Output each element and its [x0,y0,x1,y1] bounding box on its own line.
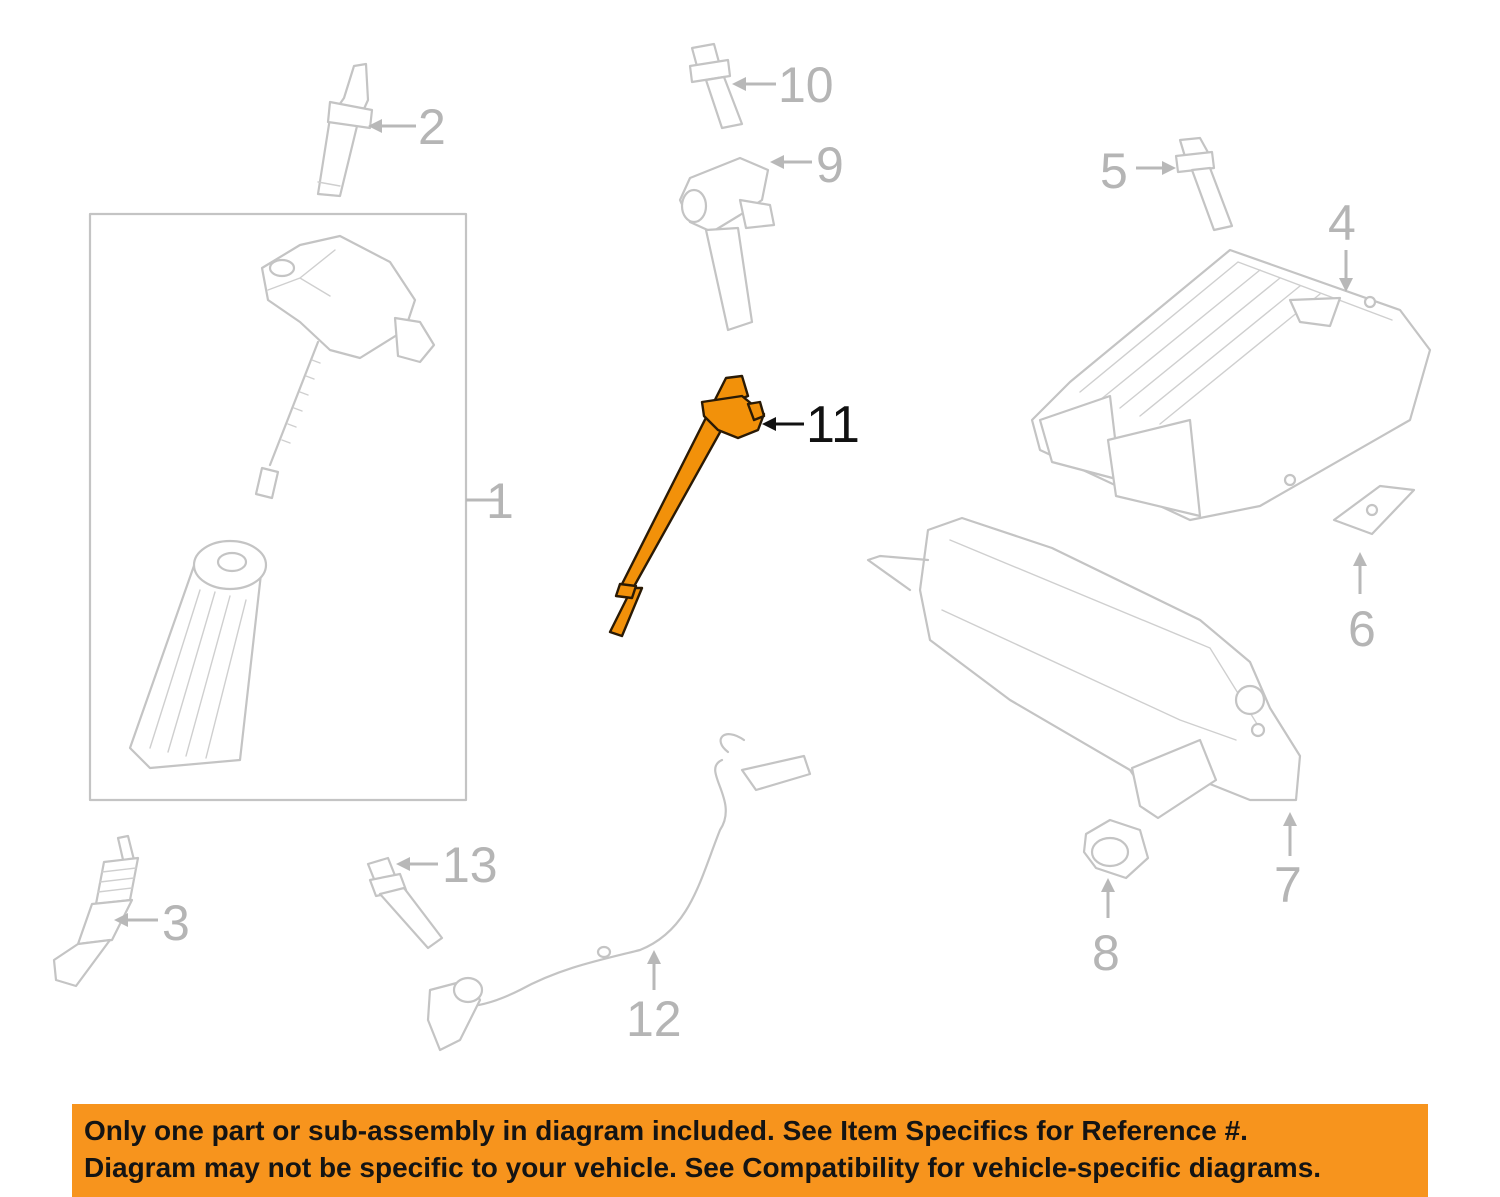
callout-3: 3 [162,895,190,951]
callout-6: 6 [1348,601,1376,657]
part-6-clip [1332,484,1416,536]
callout-7: 7 [1274,857,1302,913]
part-12-harness [426,733,812,1052]
part-5-bolt [1174,136,1234,232]
parts-diagram: 1 2 3 4 5 6 7 8 9 10 11 12 13 [52,42,1432,1052]
callout-arrows [114,77,1367,990]
disclaimer-line-1: Only one part or sub-assembly in diagram… [84,1115,1248,1146]
callout-1: 1 [486,473,514,529]
part-4-ecu [1030,248,1432,522]
callout-11: 11 [806,396,860,454]
part-13-bolt [366,856,444,950]
callout-10: 10 [778,57,834,113]
part-7-bracket [866,516,1302,820]
part-11-highlighted-stud [608,374,766,638]
callout-5: 5 [1100,143,1128,199]
group-box-1 [88,212,468,802]
callout-13: 13 [442,837,498,893]
part-2-stud [316,62,374,198]
part-10-bolt [688,42,744,130]
callout-12: 12 [626,991,682,1047]
callout-8: 8 [1092,925,1120,981]
part-8-nut [1082,818,1150,880]
callout-4: 4 [1328,195,1356,251]
ignition-coil-group [88,212,468,802]
part-3-spark-plug [52,834,140,988]
disclaimer-line-2: Diagram may not be specific to your vehi… [84,1152,1322,1183]
callout-9: 9 [816,137,844,193]
disclaimer-banner: Only one part or sub-assembly in diagram… [72,1104,1428,1197]
part-9-sensor [678,156,776,332]
callout-2: 2 [418,99,446,155]
